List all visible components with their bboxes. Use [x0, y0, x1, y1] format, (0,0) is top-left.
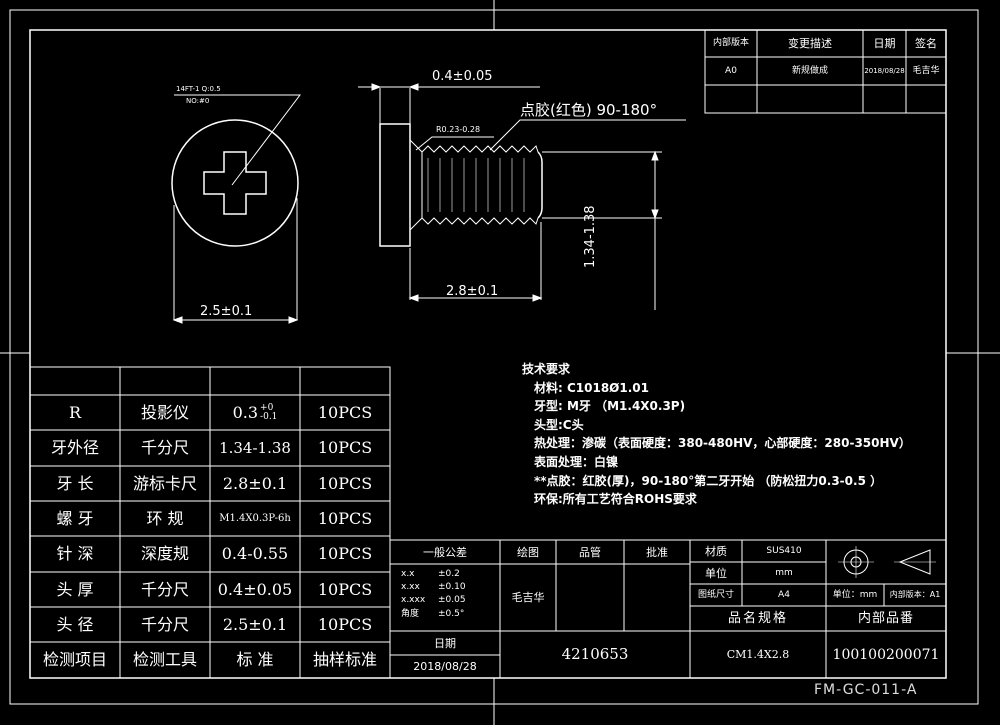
insp-sample: 10PCS — [317, 402, 373, 422]
screw-side-view — [358, 83, 686, 310]
insp-standard: 0.4±0.05 — [217, 579, 293, 599]
revision-table-grid — [704, 29, 947, 114]
date-value: 2018/08/28 — [413, 660, 477, 673]
insp-header-item: 检测项目 — [42, 650, 107, 669]
tech-line-material: 材料: C1018Ø1.01 — [534, 380, 649, 395]
tol-lower: -0.1 — [260, 411, 278, 422]
insp-header-sample: 抽样标准 — [312, 650, 377, 669]
inspection-table-grid — [29, 366, 391, 679]
paper-size-label: 图纸尺寸 — [697, 589, 734, 600]
part-number-value: 100100200071 — [832, 646, 940, 663]
tech-line-heat-treatment: 热处理：渗碳（表面硬度：380-480HV，心部硬度：280-350HV） — [534, 436, 911, 451]
tol-value: ±0.10 — [438, 582, 466, 592]
rev-header-signature: 签名 — [915, 37, 937, 50]
insp-sample: 10PCS — [317, 544, 373, 563]
rev-row-signature: 毛吉华 — [912, 65, 940, 76]
tol-value: ±0.5° — [438, 609, 465, 619]
drawn-by-name: 毛吉华 — [511, 591, 545, 604]
tol-key: x.xx — [401, 582, 420, 592]
rev-header-version: 内部版本 — [712, 38, 749, 48]
spec-label: 品名规格 — [727, 611, 788, 626]
insp-standard: M1.4X0.3P-6h — [219, 512, 291, 524]
general-tolerance-label: 一般公差 — [423, 545, 467, 559]
insp-item: R — [68, 402, 82, 422]
approve-label: 批准 — [646, 545, 668, 559]
rev-header-description: 变更描述 — [788, 37, 832, 50]
tech-line-rohs: 环保:所有工艺符合ROHS要求 — [534, 492, 697, 507]
glue-note: 点胶(红色) 90-180° — [520, 101, 658, 119]
rev-header-date: 日期 — [873, 37, 896, 50]
front-note-line1: 14FT-1 Q:0.5 — [176, 85, 221, 93]
tech-line-head: 头型:C头 — [534, 417, 584, 432]
insp-header-tool: 检测工具 — [132, 650, 197, 669]
insp-item: 头 径 — [56, 614, 94, 634]
tol-key: x.x — [401, 569, 415, 579]
insp-item: 牙外径 — [50, 438, 99, 457]
insp-standard: 1.34-1.38 — [219, 438, 291, 457]
insp-sample: 10PCS — [317, 614, 373, 634]
insp-tool: 游标卡尺 — [132, 473, 197, 493]
tol-upper: +0 — [260, 402, 274, 413]
unit-label: 单位 — [705, 566, 727, 580]
tol-value: ±0.05 — [438, 595, 466, 605]
form-code: FM-GC-011-A — [814, 682, 918, 698]
front-note-line2: NO:#0 — [186, 97, 210, 105]
drawn-by-label: 绘图 — [517, 545, 539, 559]
internal-version-note: 内部版本：A1 — [889, 590, 941, 599]
insp-tool: 投影仪 — [140, 402, 189, 422]
tech-requirements: 技术要求 材料: C1018Ø1.01 牙型: M牙 （M1.4X0.3P) 头… — [522, 360, 911, 509]
spec-value: CM1.4X2.8 — [726, 648, 790, 661]
insp-sample: 10PCS — [317, 579, 373, 599]
insp-item: 牙 长 — [56, 473, 94, 493]
tech-line-surface: 表面处理：白镍 — [534, 454, 619, 469]
material-value: SUS410 — [766, 545, 802, 556]
rev-row-description: 新规做成 — [791, 65, 828, 76]
part-number-label: 内部品番 — [857, 611, 914, 626]
insp-item: 头 厚 — [56, 579, 94, 599]
tech-line-thread: 牙型: M牙 （M1.4X0.3P) — [534, 399, 686, 414]
insp-standard: 0.3 +0 -0.1 — [232, 402, 278, 422]
insp-sample: 10PCS — [317, 438, 373, 457]
insp-tool: 深度规 — [140, 544, 189, 563]
tol-value: ±0.2 — [438, 569, 460, 579]
head-front-view — [171, 94, 302, 324]
unit-note: 单位：mm — [832, 589, 878, 600]
insp-standard: 2.8±0.1 — [222, 473, 288, 493]
insp-tool: 千分尺 — [140, 579, 189, 599]
dim-head-diameter: 2.5±0.1 — [200, 304, 253, 319]
insp-standard: 2.5±0.1 — [222, 614, 288, 634]
rev-row-date: 2018/08/28 — [864, 66, 905, 75]
qc-label: 品管 — [579, 545, 601, 559]
insp-item: 针 深 — [56, 544, 94, 563]
insp-header-standard: 标 准 — [236, 650, 274, 669]
insp-standard: 0.4-0.55 — [221, 544, 289, 563]
paper-size-value: A4 — [778, 589, 790, 600]
tol-key: x.xxx — [401, 595, 426, 605]
tech-line-glue: **点胶：红胶(厚)，90-180°第二牙开始 （防松扭力0.3-0.5 ） — [534, 473, 883, 488]
tol-key: 角度 — [401, 609, 420, 619]
insp-item: 螺 牙 — [56, 508, 94, 528]
insp-sample: 10PCS — [317, 508, 373, 528]
date-label: 日期 — [434, 636, 456, 650]
dim-thread-diameter: 1.34-1.38 — [583, 205, 598, 268]
tech-title: 技术要求 — [522, 362, 571, 376]
insp-tool: 千分尺 — [140, 614, 189, 634]
dim-thread-length: 2.8±0.1 — [446, 284, 499, 299]
title-block-grid — [389, 539, 947, 679]
part-code: 4210653 — [561, 645, 629, 663]
rev-row-version: A0 — [725, 65, 737, 76]
insp-tool: 千分尺 — [140, 438, 189, 457]
insp-sample: 10PCS — [317, 473, 373, 493]
dim-head-thickness: 0.4±0.05 — [432, 69, 493, 84]
radius-note: R0.23-0.28 — [436, 125, 481, 134]
unit-value: mm — [775, 567, 793, 578]
insp-tool: 环 规 — [146, 508, 184, 528]
material-label: 材质 — [705, 544, 727, 558]
